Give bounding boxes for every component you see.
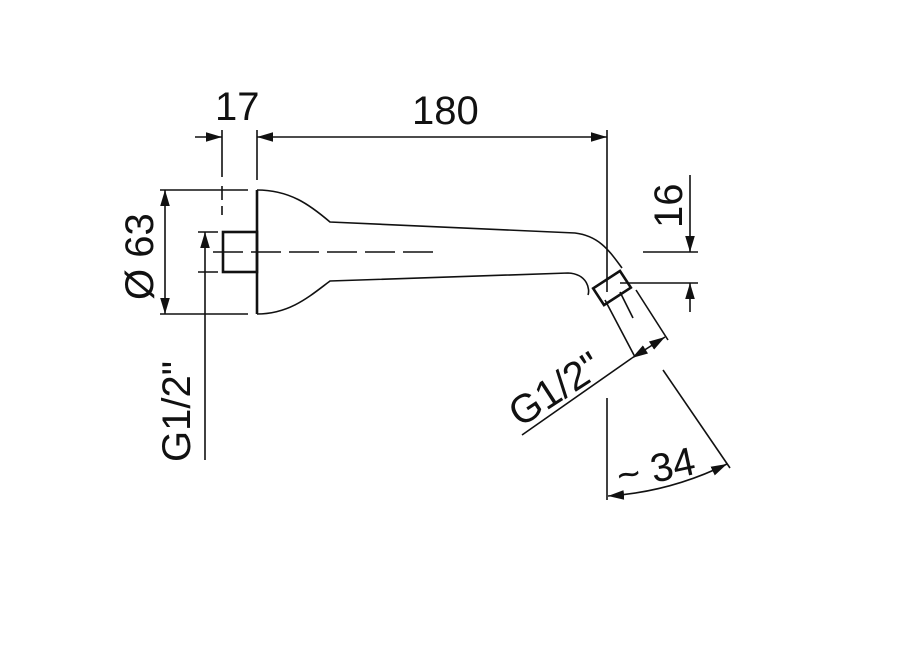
angle-dimension: ~ 34 bbox=[606, 369, 731, 500]
dim-inlet-g12: G1/2" bbox=[155, 361, 199, 462]
top-dimension: 17 180 bbox=[195, 85, 608, 292]
dim-angle-34: ~ 34 bbox=[613, 439, 699, 498]
dim-16: 16 bbox=[647, 184, 691, 229]
inlet-thread-dimension: G1/2" bbox=[155, 231, 218, 462]
outlet-thread-dimension: G1/2" bbox=[501, 289, 669, 436]
dim-outlet-g12: G1/2" bbox=[501, 344, 610, 436]
shower-arm-body bbox=[213, 189, 633, 315]
outlet-drop-dimension: 16 bbox=[620, 175, 698, 312]
dim-17: 17 bbox=[215, 85, 260, 129]
diameter-dimension: Ø 63 bbox=[118, 189, 248, 315]
dim-diameter-63: Ø 63 bbox=[118, 213, 162, 300]
dim-180: 180 bbox=[412, 89, 479, 133]
